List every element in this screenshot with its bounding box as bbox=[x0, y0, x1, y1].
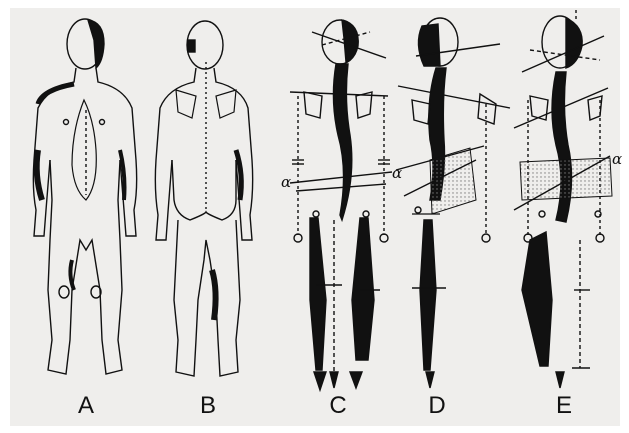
figure-d-schematic bbox=[396, 18, 510, 388]
figure-label-a: A bbox=[66, 392, 106, 420]
figure-a-front-view bbox=[33, 19, 136, 374]
figure-c-schematic bbox=[290, 20, 392, 390]
angle-alpha-e: α bbox=[612, 150, 622, 168]
figure-e-schematic bbox=[514, 10, 612, 388]
angle-alpha-d: α bbox=[392, 164, 402, 182]
figure-b-back-view bbox=[155, 21, 252, 376]
figure-label-b: B bbox=[188, 392, 228, 420]
figure-label-d: D bbox=[417, 392, 457, 420]
angle-alpha-c: α bbox=[281, 173, 291, 191]
figure-label-c: C bbox=[318, 392, 358, 420]
figure-label-e: E bbox=[544, 392, 584, 420]
